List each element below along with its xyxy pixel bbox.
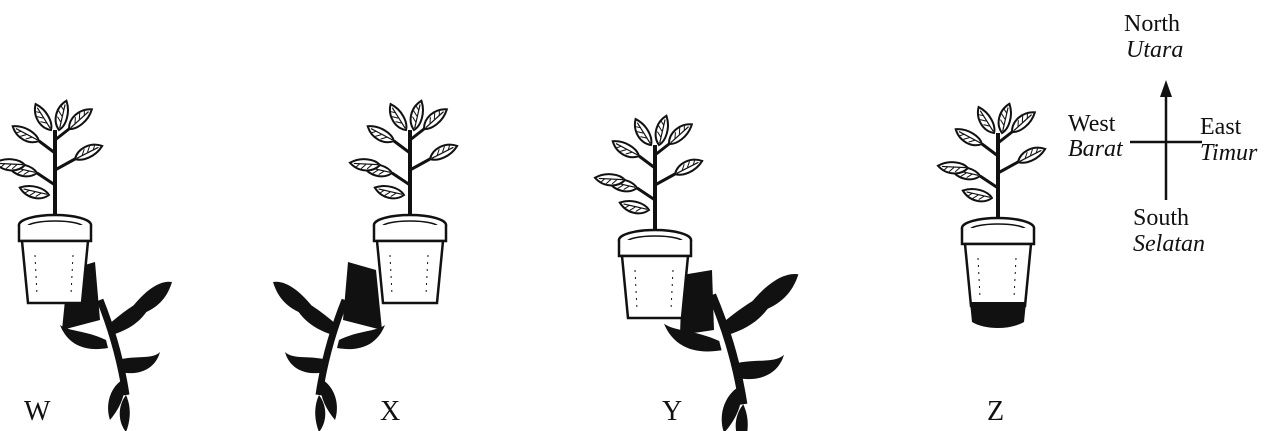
compass-north-label: North — [1124, 12, 1180, 36]
plant-y-shoot — [594, 114, 704, 240]
compass-south-label-ms: Selatan — [1133, 232, 1205, 256]
plant-x-shadow-block — [343, 262, 382, 330]
plant-w-shoot — [0, 99, 104, 225]
compass-east-label: East — [1200, 115, 1241, 139]
compass — [1130, 80, 1202, 200]
plant-x-shoot — [349, 99, 459, 225]
plant-y-pot — [619, 230, 691, 318]
plant-label-y: Y — [662, 398, 682, 426]
plant-w-pot — [19, 215, 91, 303]
plant-label-x: X — [380, 398, 400, 426]
plant-w — [0, 99, 172, 431]
plant-z-shadow-base — [970, 302, 1026, 328]
plant-y — [594, 114, 798, 431]
north-arrowhead-icon — [1160, 80, 1172, 97]
compass-west-label: West — [1068, 112, 1115, 136]
compass-south-label: South — [1133, 206, 1189, 230]
compass-north-label-ms: Utara — [1126, 38, 1183, 62]
plant-x-pot — [374, 215, 446, 303]
compass-east-label-ms: Timur — [1200, 141, 1257, 165]
plant-label-z: Z — [987, 398, 1004, 426]
plant-label-w: W — [24, 398, 50, 426]
plant-z — [937, 102, 1047, 328]
plant-z-shoot — [937, 102, 1047, 228]
plant-x — [273, 99, 459, 431]
compass-west-label-ms: Barat — [1068, 137, 1123, 161]
plant-z-pot — [962, 218, 1034, 306]
